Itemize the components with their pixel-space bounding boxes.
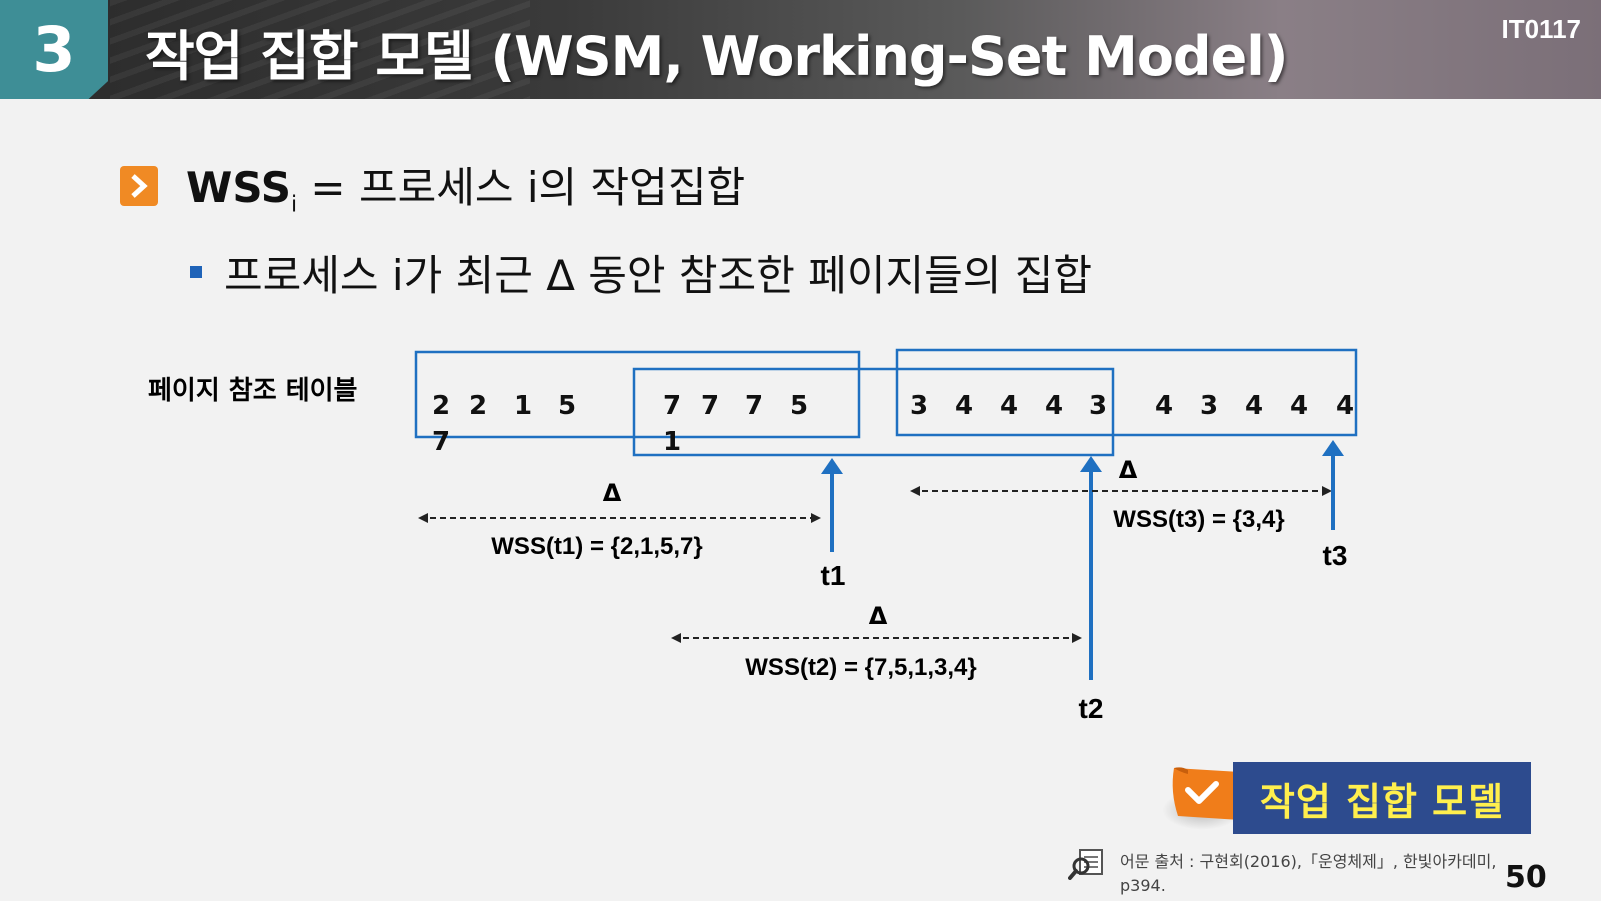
ref-item: 4	[1245, 391, 1263, 421]
ref-item: 2	[469, 391, 487, 421]
ref-item: 3	[1200, 391, 1218, 421]
t1-label: t1	[821, 560, 846, 591]
delta-label-t3: Δ	[1119, 456, 1138, 484]
bullet-sub-definition: 프로세스 i가 최근 Δ 동안 참조한 페이지들의 집합	[190, 244, 1092, 300]
bullet-wss-text: WSSi = 프로세스 i의 작업집합	[186, 154, 745, 217]
time-arrow-head-t1	[821, 458, 843, 474]
ref-item: 1	[514, 391, 532, 421]
wss-t2-label: WSS(t2) = {7,5,1,3,4}	[745, 654, 976, 681]
course-code: IT0117	[1501, 14, 1581, 44]
section-number: 3	[0, 0, 108, 99]
slide-title: 작업 집합 모델 (WSM, Working-Set Model)	[145, 25, 1288, 88]
bullet-wss-definition: WSSi = 프로세스 i의 작업집합	[120, 158, 745, 218]
source-line-2: p394.	[1120, 876, 1166, 895]
ref-item: 4	[1155, 391, 1173, 421]
check-tag-icon	[1172, 767, 1240, 820]
ref-item: 7	[745, 391, 763, 421]
ref-item: 3	[1089, 391, 1107, 421]
source-citation: 어문 출처 : 구현회(2016),「운영체제」, 한빛아카데미, p394.	[1120, 850, 1496, 898]
wss-definition: = 프로세스 i의 작업집합	[297, 163, 746, 213]
source-line-1: 어문 출처 : 구현회(2016),「운영체제」, 한빛아카데미,	[1120, 852, 1497, 871]
chevron-right-icon	[120, 166, 158, 206]
slide-header	[0, 0, 1601, 99]
wss-t3-label: WSS(t3) = {3,4}	[1113, 506, 1284, 533]
wss-t1-label: WSS(t1) = {2,1,5,7}	[491, 533, 702, 560]
reference-string: 2 2 1 5 7 7 7 7 5 1 3 4 4 4 3 4 3 4 4 4	[432, 391, 1354, 457]
delta-label-t1: Δ	[603, 479, 622, 507]
wss-symbol: WSS	[186, 163, 291, 213]
magnifier-document-icon	[1068, 849, 1103, 880]
window-box-t1	[414, 350, 861, 439]
ref-item: 1	[663, 427, 681, 457]
ref-item: 4	[1045, 391, 1063, 421]
ref-item: 5	[790, 391, 808, 421]
ref-item: 4	[1290, 391, 1308, 421]
ref-item: 7	[432, 427, 450, 457]
ref-item: 7	[701, 391, 719, 421]
t3-label: t3	[1323, 540, 1348, 571]
delta-label-t2: Δ	[869, 602, 888, 630]
window-box-t3	[895, 348, 1358, 437]
time-arrow-head-t2	[1080, 456, 1102, 472]
ref-item: 7	[663, 391, 681, 421]
page-number: 50	[1505, 860, 1547, 895]
topic-badge: 작업 집합 모델	[1233, 762, 1531, 834]
ref-item: 4	[1000, 391, 1018, 421]
header-background-texture	[110, 0, 530, 99]
time-arrow-head-t3	[1322, 440, 1344, 456]
ref-item: 2	[432, 391, 450, 421]
bullet-sub-text: 프로세스 i가 최근 Δ 동안 참조한 페이지들의 집합	[224, 250, 1093, 300]
ref-item: 5	[558, 391, 576, 421]
ref-item: 4	[955, 391, 973, 421]
page-reference-table-label: 페이지 참조 테이블	[148, 376, 357, 406]
ref-item: 3	[910, 391, 928, 421]
t2-label: t2	[1079, 693, 1104, 724]
ref-item: 4	[1336, 391, 1354, 421]
window-box-t2	[632, 367, 1115, 457]
wss-subscript: i	[290, 192, 298, 218]
square-bullet-icon	[190, 266, 202, 278]
